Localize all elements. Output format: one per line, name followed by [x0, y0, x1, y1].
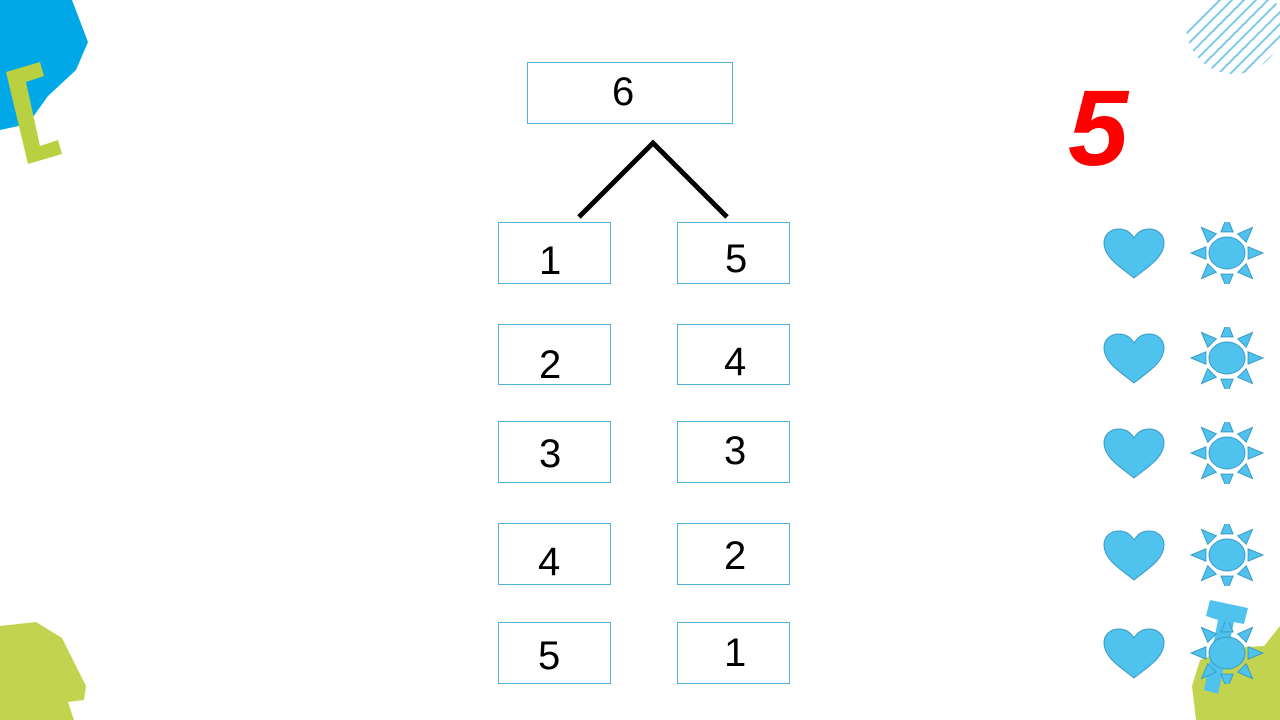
- part-box-left: 1: [498, 222, 611, 284]
- part-box-left: 4: [498, 523, 611, 585]
- sun-icon: [1190, 222, 1264, 284]
- right-number: 2: [724, 534, 747, 578]
- part-box-right: 5: [677, 222, 790, 284]
- right-number: 4: [724, 340, 747, 384]
- part-box-right: 4: [677, 324, 790, 385]
- whole-number: 6: [612, 70, 635, 114]
- heart-icon: [1103, 628, 1165, 679]
- part-box-left: 2: [498, 324, 611, 385]
- part-box-right: 1: [677, 622, 790, 684]
- sun-icon: [1190, 622, 1264, 684]
- right-number: 5: [725, 237, 748, 281]
- right-number: 3: [724, 429, 747, 473]
- top-left-blue-blob: [0, 0, 88, 164]
- sun-icon: [1190, 422, 1264, 484]
- part-box-right: 3: [677, 421, 790, 483]
- heart-icon: [1103, 228, 1165, 279]
- left-number: 1: [539, 239, 562, 283]
- part-box-left: 3: [498, 421, 611, 483]
- part-box-left: 5: [498, 622, 611, 684]
- heart-icon: [1103, 428, 1165, 479]
- sun-icon: [1190, 327, 1264, 389]
- left-number: 3: [539, 432, 562, 476]
- sun-icon: [1190, 524, 1264, 586]
- left-number: 2: [539, 343, 562, 387]
- heart-icon: [1103, 530, 1165, 581]
- top-right-stripe-circle: [1186, 0, 1280, 74]
- left-number: 4: [538, 540, 561, 584]
- part-box-right: 2: [677, 523, 790, 585]
- right-number: 1: [724, 631, 747, 675]
- answer-number: 5: [1068, 67, 1129, 188]
- left-number: 5: [538, 634, 561, 678]
- bracket-decoration: [6, 62, 62, 164]
- heart-icon: [1103, 333, 1165, 384]
- whole-number-box: 6: [527, 62, 733, 124]
- number-bond-branches: [577, 139, 729, 219]
- bottom-left-green-blob: [0, 622, 86, 720]
